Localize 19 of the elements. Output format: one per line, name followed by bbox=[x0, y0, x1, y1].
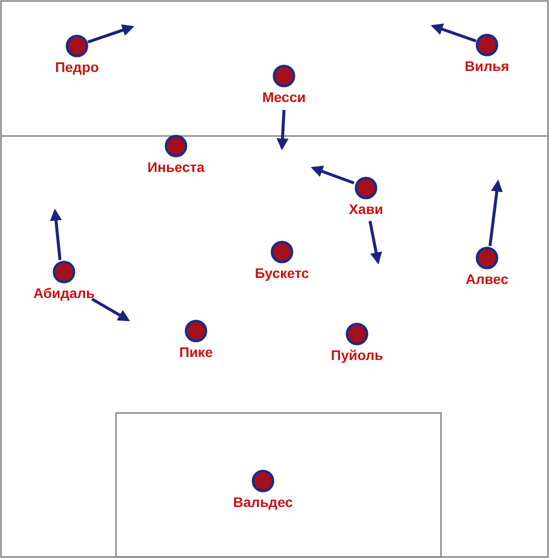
player-name: Месси bbox=[262, 89, 306, 105]
movement-arrow bbox=[368, 220, 382, 264]
player-name: Пике bbox=[179, 344, 213, 360]
player-name: Хави bbox=[348, 201, 384, 217]
movement-arrow bbox=[88, 24, 134, 44]
player-name: Бускетс bbox=[254, 265, 310, 281]
player-name: Вальдес bbox=[233, 494, 293, 510]
movement-arrow bbox=[91, 298, 130, 322]
player-name: Абидаль bbox=[33, 285, 95, 301]
movement-arrow bbox=[488, 180, 503, 246]
movement-arrow bbox=[50, 208, 62, 260]
movement-arrow bbox=[310, 166, 355, 184]
movement-arrow bbox=[276, 110, 288, 150]
player-name: Вилья bbox=[464, 58, 510, 74]
movement-arrow bbox=[430, 24, 476, 42]
player-name: Иньеста bbox=[147, 159, 205, 175]
player-name: Алвес bbox=[466, 271, 508, 287]
player-name: Педро bbox=[55, 59, 99, 75]
player-name: Пуйоль bbox=[330, 347, 384, 363]
